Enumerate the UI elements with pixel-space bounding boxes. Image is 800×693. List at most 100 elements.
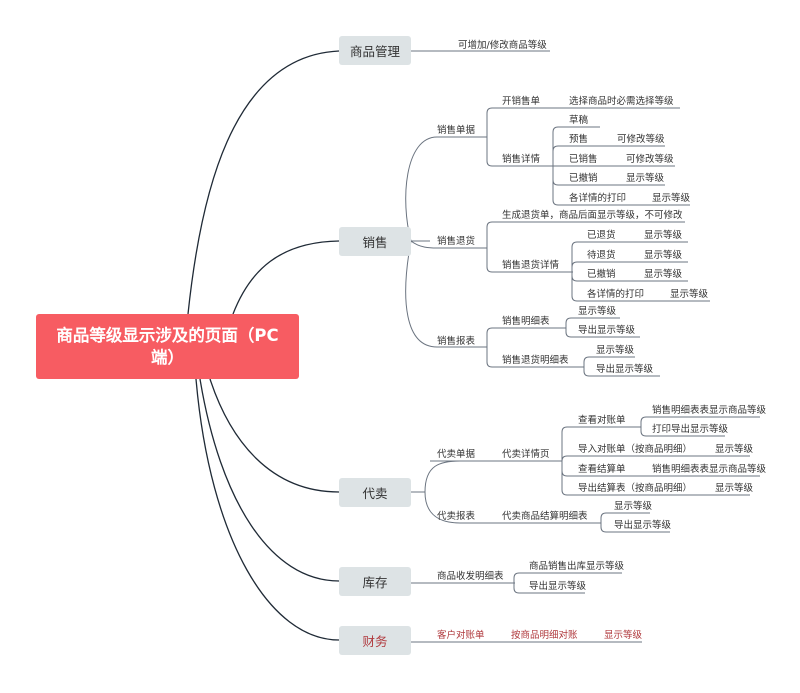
subtopic-sales-report[interactable]: 销售报表 xyxy=(437,336,476,347)
connector-fork xyxy=(565,317,576,328)
connector-fork xyxy=(486,107,497,138)
note-return-print[interactable]: 显示等级 xyxy=(670,289,709,300)
note-export-grade[interactable]: 导出显示等级 xyxy=(578,325,636,336)
connector-root-goods xyxy=(187,50,340,315)
topic-label: 财务 xyxy=(362,634,388,649)
topic-inventory[interactable]: 库存 xyxy=(339,567,411,596)
note-sold[interactable]: 可修改等级 xyxy=(626,154,674,165)
connector-fork xyxy=(486,346,497,368)
note-import-grade[interactable]: 显示等级 xyxy=(715,444,754,455)
connector-fork xyxy=(513,582,524,594)
topic-label: 商品管理 xyxy=(349,44,400,59)
note-statement-grade[interactable]: 销售明细表表显示商品等级 xyxy=(652,405,767,416)
status-print[interactable]: 各详情的打印 xyxy=(569,193,627,204)
connector-fork xyxy=(560,460,572,496)
subtopic-customer-statement[interactable]: 客户对账单 xyxy=(437,630,485,641)
item-view-settlement[interactable]: 查看结算单 xyxy=(578,464,626,475)
connector-fork xyxy=(640,416,651,428)
connector-fork xyxy=(600,522,611,533)
subtopic-sales-return[interactable]: 销售退货 xyxy=(437,236,476,247)
connector-sales-return xyxy=(410,240,486,249)
topic-sales[interactable]: 销售 xyxy=(339,227,411,256)
item-export-settlement[interactable]: 导出结算表（按商品明细） xyxy=(578,483,693,494)
topic-consignment[interactable]: 代卖 xyxy=(339,478,411,507)
connector-root-sales xyxy=(232,240,340,315)
note-export-grade[interactable]: 导出显示等级 xyxy=(614,520,672,531)
topic-finance[interactable]: 财务 xyxy=(339,626,411,655)
topic-label: 代卖 xyxy=(362,486,388,501)
report-return-detail[interactable]: 销售退货明细表 xyxy=(502,355,569,366)
note-statement-print[interactable]: 打印导出显示等级 xyxy=(652,424,729,435)
status-return-print[interactable]: 各详情的打印 xyxy=(587,289,645,300)
connector-fork xyxy=(552,145,563,167)
status-returned[interactable]: 已退货 xyxy=(587,230,616,241)
note-cancelled[interactable]: 显示等级 xyxy=(626,173,665,184)
subtopic-consign-report[interactable]: 代卖报表 xyxy=(437,511,476,522)
note-show-grade[interactable]: 显示等级 xyxy=(596,345,635,356)
note-show-grade[interactable]: 显示等级 xyxy=(578,306,617,317)
connector-consign-report xyxy=(424,491,600,524)
connector-fork xyxy=(565,328,576,338)
subtopic-consign-doc[interactable]: 代卖单据 xyxy=(437,449,476,460)
note-presale[interactable]: 可修改等级 xyxy=(617,134,665,145)
root-topic-line2: 端） xyxy=(150,347,184,367)
status-presale[interactable]: 预售 xyxy=(569,134,589,145)
note-open-sales-order[interactable]: 选择商品时必需选择等级 xyxy=(569,96,674,107)
connector-fork xyxy=(486,221,497,249)
connector-consign-doc xyxy=(424,460,560,493)
connector-fork xyxy=(486,327,497,348)
note-pending-return[interactable]: 显示等级 xyxy=(644,250,683,261)
connector-fork xyxy=(571,271,582,282)
topic-label: 销售 xyxy=(362,235,388,250)
note-outbound-grade[interactable]: 商品销售出库显示等级 xyxy=(529,561,625,572)
item-view-statement[interactable]: 查看对账单 xyxy=(578,415,626,426)
connector-fork xyxy=(600,512,611,524)
connector-fork xyxy=(571,271,582,302)
subtopic-goods-io-detail[interactable]: 商品收发明细表 xyxy=(437,571,504,582)
connector-root-inventory xyxy=(199,378,340,582)
note-returned[interactable]: 显示等级 xyxy=(644,230,683,241)
note-export-settlement-grade[interactable]: 显示等级 xyxy=(715,483,754,494)
topic-label: 库存 xyxy=(362,575,388,590)
root-topic-line1: 商品等级显示涉及的页面（PC xyxy=(56,325,279,345)
connector-root-consign xyxy=(209,378,340,493)
connector-fork xyxy=(560,426,572,462)
subtopic-add-edit-grade[interactable]: 可增加/修改商品等级 xyxy=(458,40,547,51)
item-import-statement[interactable]: 导入对账单（按商品明细） xyxy=(578,444,693,455)
connector-fork xyxy=(486,136,497,167)
status-draft[interactable]: 草稿 xyxy=(569,115,589,126)
status-pending-return[interactable]: 待退货 xyxy=(587,250,616,261)
connector-sales-doc xyxy=(405,136,486,242)
subtopic-consign-detail-page[interactable]: 代卖详情页 xyxy=(502,449,550,460)
subtopic-open-sales-order[interactable]: 开销售单 xyxy=(502,96,541,107)
note-generate-return[interactable]: 生成退货单，商品后面显示等级，不可修改 xyxy=(502,210,683,221)
status-cancelled[interactable]: 已撤销 xyxy=(569,173,598,184)
note-export-grade[interactable]: 导出显示等级 xyxy=(596,364,654,375)
note-export-grade[interactable]: 导出显示等级 xyxy=(529,581,587,592)
subtopic-sales-doc[interactable]: 销售单据 xyxy=(437,125,476,136)
connector-fork xyxy=(552,165,563,186)
connector-sales-report xyxy=(405,240,486,348)
note-show-grade[interactable]: 显示等级 xyxy=(614,501,653,512)
connector-fork xyxy=(571,241,582,273)
connector-root-finance xyxy=(195,378,340,641)
connector-fork xyxy=(571,261,582,273)
topic-goods-management[interactable]: 商品管理 xyxy=(339,36,411,65)
note-return-cancelled[interactable]: 显示等级 xyxy=(644,269,683,280)
connector-fork xyxy=(513,572,524,584)
subtopic-reconcile-by-goods[interactable]: 按商品明细对账 xyxy=(511,630,578,641)
connector-fork xyxy=(552,126,563,167)
note-settlement-grade[interactable]: 销售明细表表显示商品等级 xyxy=(652,464,767,475)
note-show-grade[interactable]: 显示等级 xyxy=(604,630,643,641)
connector-fork xyxy=(640,426,651,437)
status-sold[interactable]: 已销售 xyxy=(569,154,598,165)
report-consign-settlement[interactable]: 代卖商品结算明细表 xyxy=(502,511,588,522)
status-return-cancelled[interactable]: 已撤销 xyxy=(587,269,616,280)
subtopic-return-detail[interactable]: 销售退货详情 xyxy=(502,260,560,271)
subtopic-sales-detail[interactable]: 销售详情 xyxy=(502,154,541,165)
report-sales-detail[interactable]: 销售明细表 xyxy=(502,316,550,327)
note-print[interactable]: 显示等级 xyxy=(652,193,691,204)
